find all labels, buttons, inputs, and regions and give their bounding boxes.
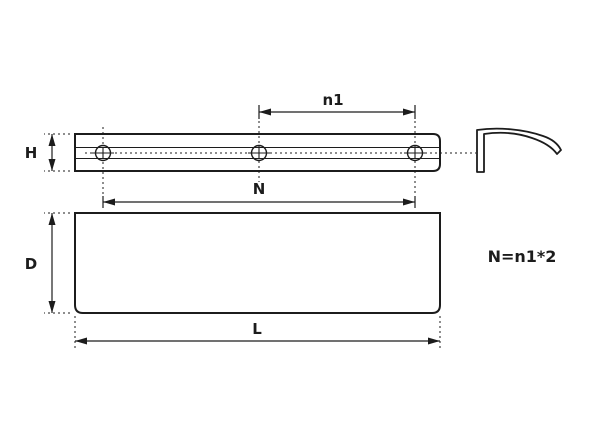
- dimension-n1: n1: [258, 91, 416, 119]
- dimension-d: D: [25, 212, 70, 314]
- dim-n-label: N: [253, 180, 266, 198]
- formula-label: N=n1*2: [488, 247, 557, 266]
- dim-h-label: H: [25, 144, 38, 162]
- top-view: [74, 212, 441, 314]
- side-profile: [476, 127, 562, 173]
- front-view-outline: [74, 133, 441, 172]
- dim-n1-label: n1: [322, 91, 343, 109]
- dim-d-label: D: [25, 255, 37, 273]
- dim-l-label: L: [252, 320, 262, 338]
- screw-hole-left: [92, 127, 114, 206]
- dimension-n: N: [102, 180, 416, 208]
- screw-hole-right: [404, 106, 426, 206]
- dimension-l: L: [74, 316, 441, 349]
- screw-holes: [92, 106, 426, 206]
- side-profile-outline: [476, 127, 562, 173]
- screw-hole-center: [248, 106, 270, 182]
- top-view-outline: [74, 212, 441, 314]
- dimension-h: H: [25, 133, 70, 172]
